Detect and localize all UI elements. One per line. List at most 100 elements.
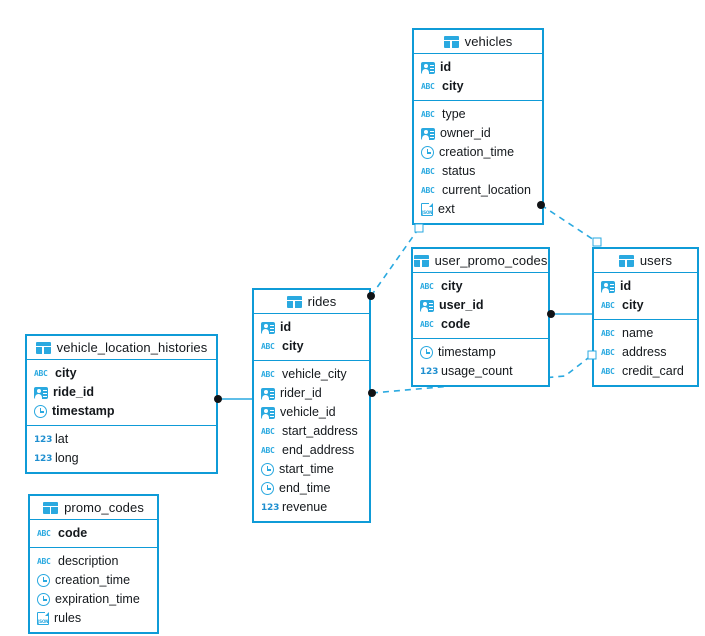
table-header-user_promo_codes[interactable]: user_promo_codes <box>413 249 548 273</box>
column-label: rules <box>54 611 82 626</box>
column-label: start_time <box>279 462 334 477</box>
string-icon: ABC <box>601 347 615 357</box>
table-header-users[interactable]: users <box>594 249 697 273</box>
column-label: vehicle_city <box>282 367 347 382</box>
column-owner_id: owner_id <box>414 124 542 143</box>
timestamp-icon <box>34 405 47 418</box>
column-start_address: ABC start_address <box>254 422 369 441</box>
column-label: user_id <box>439 298 484 313</box>
column-label: lat <box>55 432 69 447</box>
column-rider_id: rider_id <box>254 384 369 403</box>
table-title: rides <box>307 294 337 309</box>
timestamp-icon <box>37 574 50 587</box>
uuid-icon <box>34 386 48 399</box>
timestamp-icon <box>421 146 434 159</box>
uuid-icon <box>261 406 275 419</box>
column-label: creation_time <box>439 145 515 160</box>
string-icon: ABC <box>420 319 434 329</box>
column-label: end_address <box>282 443 355 458</box>
column-id: id <box>414 58 542 77</box>
table-header-rides[interactable]: rides <box>254 290 369 314</box>
string-icon: ABC <box>34 368 48 378</box>
column-label: long <box>55 451 79 466</box>
column-user_id: user_id <box>413 296 548 315</box>
relationship-vehicles-to-users <box>540 204 598 243</box>
column-label: expiration_time <box>55 592 140 607</box>
relationship-endpoint-dot <box>367 292 375 300</box>
table-icon <box>286 295 302 308</box>
uuid-icon <box>601 280 615 293</box>
column-label: creation_time <box>55 573 131 588</box>
string-icon: ABC <box>601 328 615 338</box>
column-label: id <box>620 279 632 294</box>
numeric-icon: 123 <box>420 366 439 377</box>
table-title: vehicles <box>464 34 513 49</box>
table-header-promo_codes[interactable]: promo_codes <box>30 496 157 520</box>
timestamp-icon <box>261 482 274 495</box>
column-city: ABC city <box>254 337 369 356</box>
column-creation_time: creation_time <box>414 143 542 162</box>
string-icon: ABC <box>261 341 275 351</box>
relationship-endpoint-square <box>592 237 602 247</box>
string-icon: ABC <box>420 281 434 291</box>
table-header-vehicles[interactable]: vehicles <box>414 30 542 54</box>
numeric-icon: 123 <box>34 453 53 464</box>
column-label: city <box>622 298 644 313</box>
string-icon: ABC <box>421 166 435 176</box>
table-icon <box>413 254 429 267</box>
column-label: end_time <box>279 481 331 496</box>
column-label: owner_id <box>440 126 491 141</box>
json-icon <box>421 202 434 216</box>
column-label: city <box>55 366 77 381</box>
string-icon: ABC <box>261 426 275 436</box>
column-end_time: end_time <box>254 479 369 498</box>
uuid-icon <box>261 321 275 334</box>
string-icon: ABC <box>421 81 435 91</box>
table-icon <box>43 501 59 514</box>
string-icon: ABC <box>261 369 275 379</box>
json-icon <box>37 611 50 625</box>
column-timestamp: timestamp <box>27 402 216 421</box>
column-label: timestamp <box>438 345 496 360</box>
column-label: start_address <box>282 424 358 439</box>
table-title: users <box>639 253 673 268</box>
relationship-endpoint-dot <box>537 201 545 209</box>
string-icon: ABC <box>37 528 51 538</box>
column-label: status <box>442 164 476 179</box>
column-ride_id: ride_id <box>27 383 216 402</box>
column-label: timestamp <box>52 404 115 419</box>
column-label: usage_count <box>441 364 513 379</box>
column-label: city <box>441 279 463 294</box>
relationship-endpoint-dot <box>547 310 555 318</box>
column-label: id <box>440 60 452 75</box>
uuid-icon <box>421 127 435 140</box>
column-expiration_time: expiration_time <box>30 590 157 609</box>
table-header-vehicle_location_histories[interactable]: vehicle_location_histories <box>27 336 216 360</box>
column-label: city <box>282 339 304 354</box>
string-icon: ABC <box>421 185 435 195</box>
table-icon <box>618 254 634 267</box>
